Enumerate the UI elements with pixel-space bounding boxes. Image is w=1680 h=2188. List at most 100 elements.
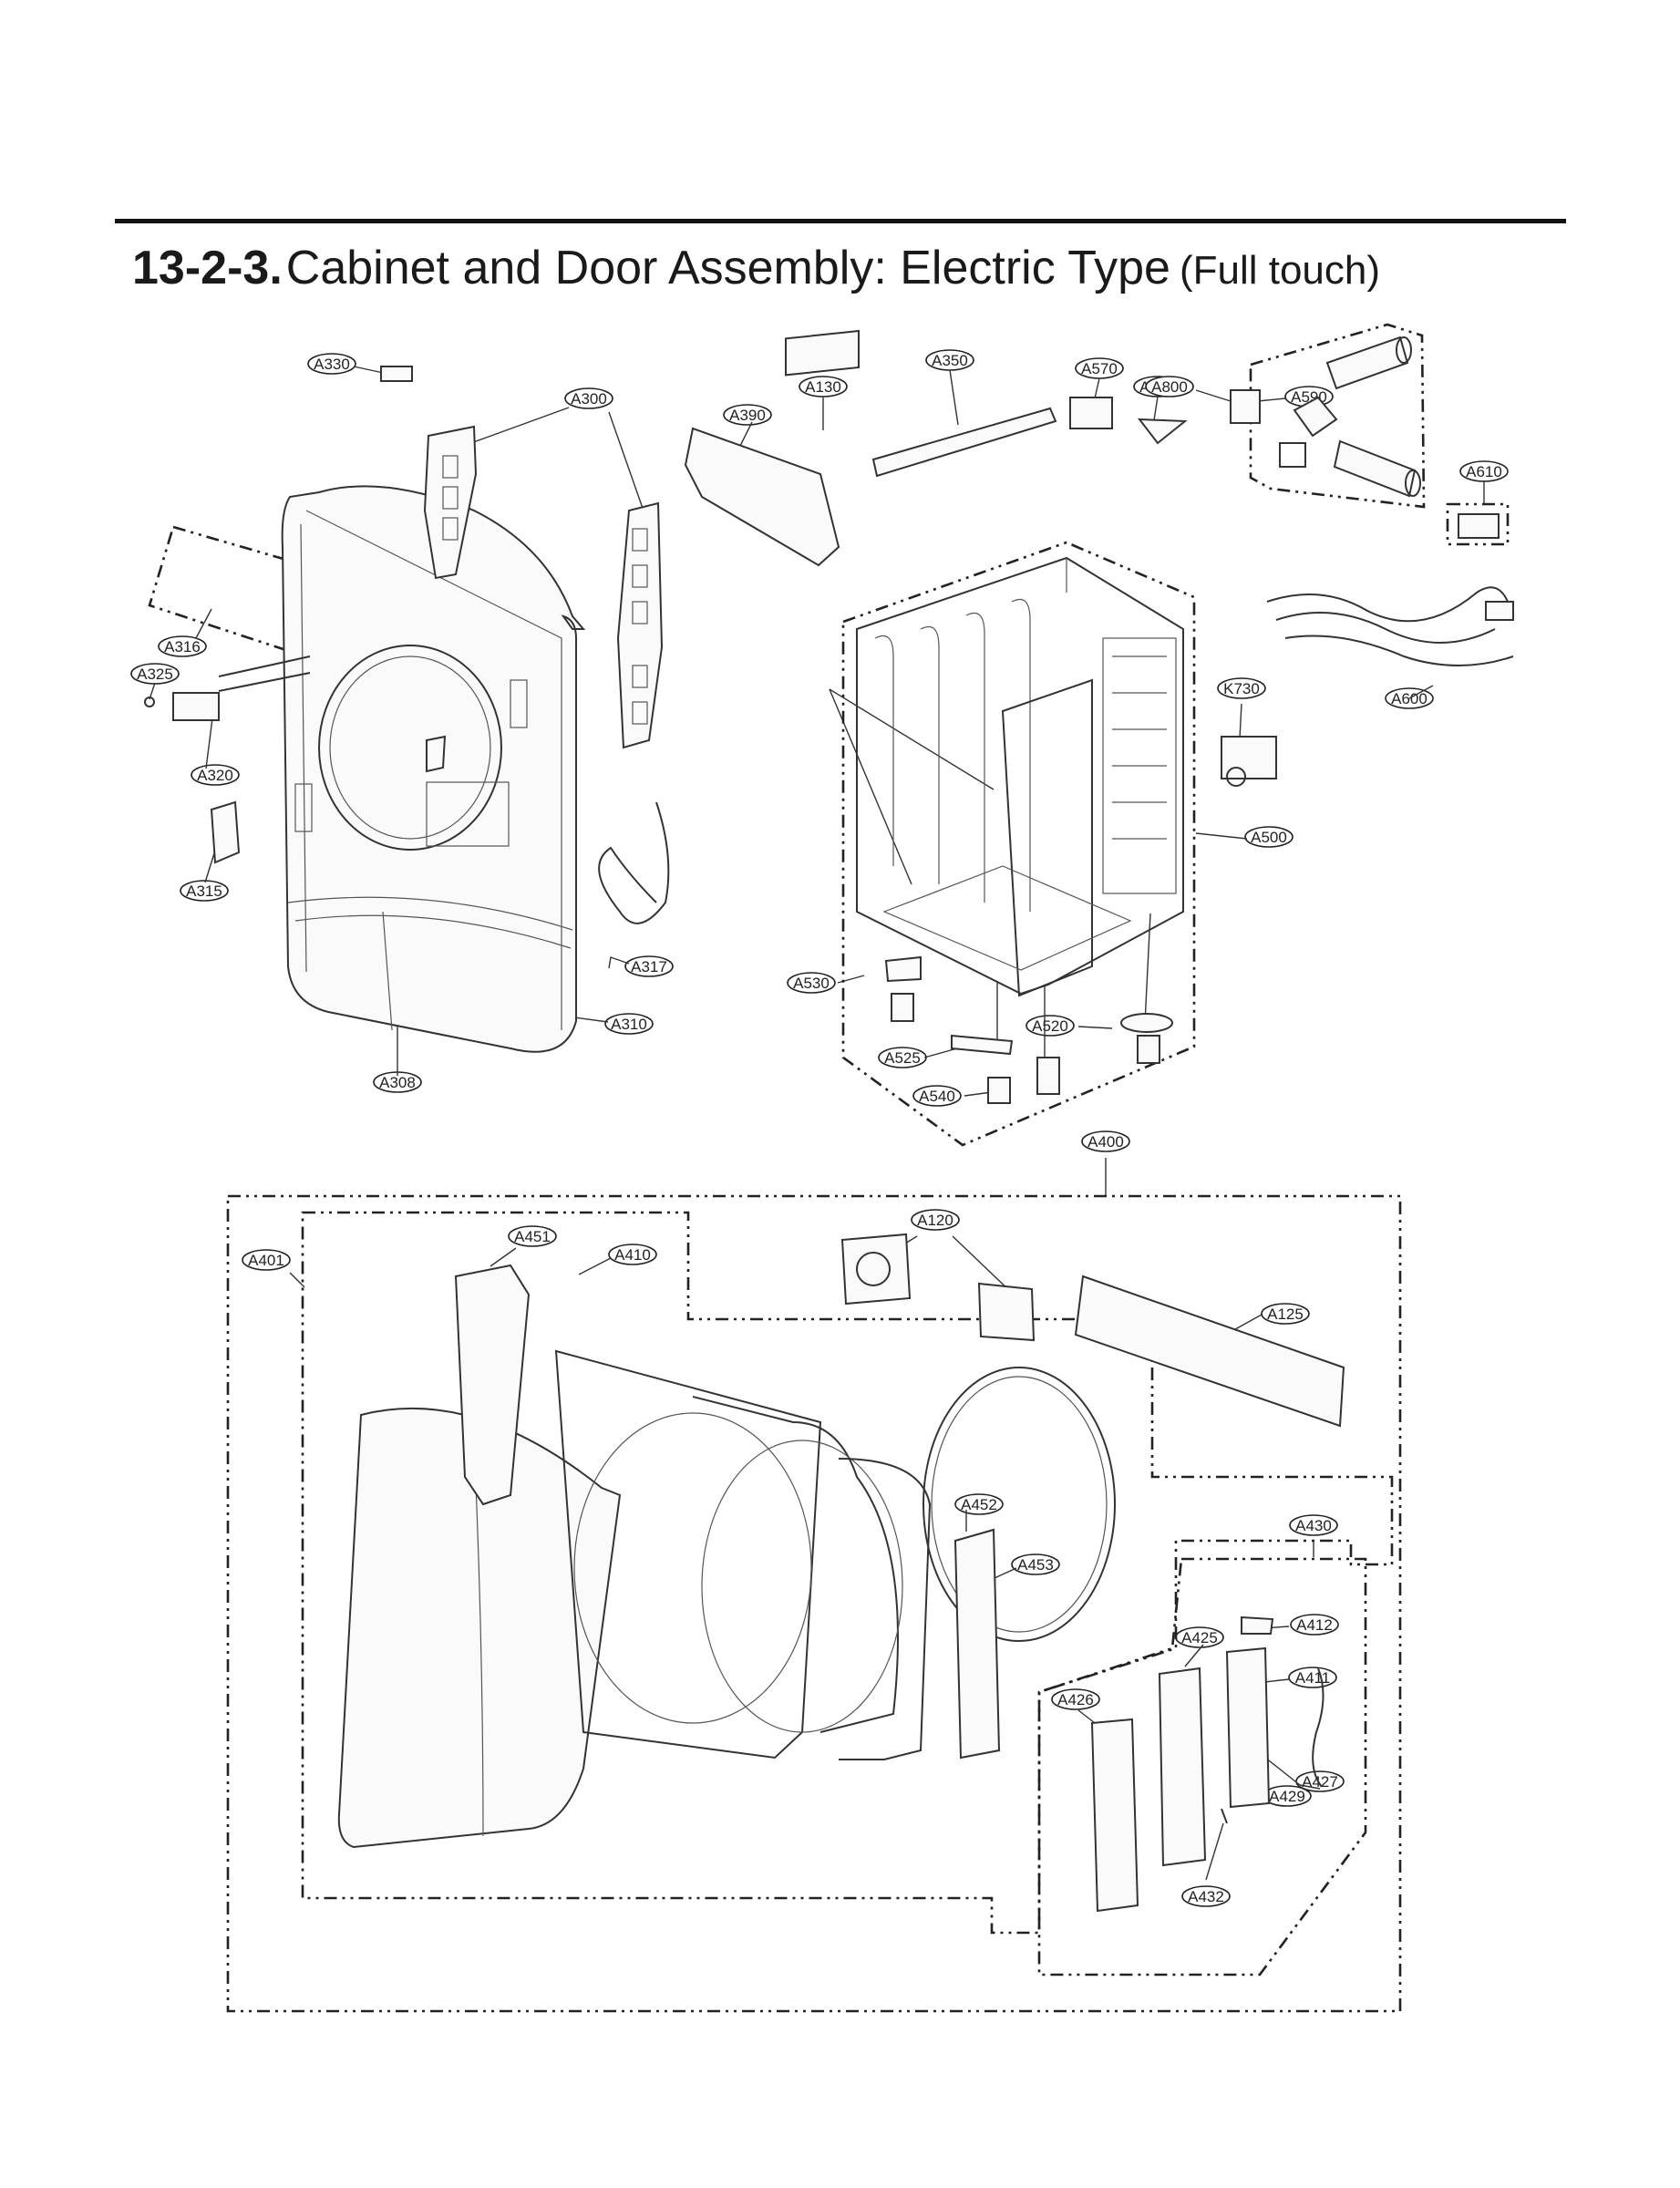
- callout-bubble: [911, 1209, 960, 1231]
- page-title: 13-2-3.Cabinet and Door Assembly: Electr…: [132, 244, 1380, 292]
- callout-label: A308: [379, 1074, 416, 1091]
- callout-label: A429: [1269, 1788, 1305, 1805]
- header-rule: [115, 219, 1566, 223]
- a525-bracket: [951, 1034, 1014, 1056]
- a530-bracket: [884, 955, 922, 983]
- callout-a570: A570: [1075, 357, 1124, 379]
- a426-part: [1090, 1718, 1139, 1913]
- callout-label: K730: [1223, 680, 1260, 697]
- callout-a411: A411: [1288, 1667, 1337, 1688]
- callout-bubble: [723, 404, 772, 426]
- callout-a350: A350: [925, 349, 974, 371]
- a610-outline: [1446, 502, 1510, 546]
- a430-outline: [1037, 1557, 1367, 1976]
- callout-label: A800: [1151, 378, 1188, 396]
- callout-a130: A130: [799, 376, 848, 397]
- callout-label: A390: [729, 407, 766, 424]
- a570-part: [1069, 397, 1113, 429]
- callout-a316: A316: [158, 635, 207, 657]
- callout-a308: A308: [373, 1071, 422, 1093]
- callout-label: A425: [1181, 1629, 1218, 1646]
- callout-a430: A430: [1289, 1514, 1338, 1536]
- callout-a125: A125: [1261, 1303, 1310, 1325]
- callout-bubble: [608, 1244, 657, 1265]
- callout-label: A540: [919, 1088, 955, 1105]
- title-text: Cabinet and Door Assembly: Electric Type: [285, 242, 1170, 294]
- foot-left: [891, 993, 914, 1022]
- callout-label: A432: [1188, 1888, 1224, 1905]
- callout-bubble: [1289, 1514, 1338, 1536]
- callout-a800: A800: [1145, 376, 1194, 397]
- callout-bubble: [1261, 1303, 1310, 1325]
- callout-bubble: [1081, 1130, 1130, 1152]
- callout-label: A325: [137, 666, 173, 683]
- callout-bubble: [307, 353, 356, 375]
- callout-label: A525: [884, 1049, 921, 1067]
- a411-part: [1225, 1646, 1271, 1809]
- callout-a520: A520: [1026, 1015, 1075, 1037]
- callout-a412: A412: [1290, 1614, 1339, 1636]
- callout-label: A451: [514, 1228, 551, 1245]
- a317-wire: [598, 801, 670, 924]
- callout-label: A410: [614, 1246, 651, 1264]
- callout-bubble: [180, 880, 229, 902]
- a412-part: [1241, 1615, 1274, 1635]
- callout-a453: A453: [1011, 1553, 1060, 1575]
- a427-spring: [1312, 1667, 1324, 1788]
- a540-foot: [987, 1077, 1011, 1104]
- callout-label: A610: [1466, 463, 1502, 480]
- callout-bubble: [1145, 376, 1194, 397]
- callout-a530: A530: [787, 972, 836, 994]
- callout-label: A453: [1017, 1556, 1054, 1574]
- a500-outline: [841, 541, 1196, 1147]
- a425-part: [1158, 1667, 1207, 1867]
- callout-a429: A429: [1263, 1785, 1312, 1807]
- callout-label: A125: [1267, 1306, 1304, 1323]
- a320-latch: [144, 655, 311, 721]
- callout-bubble: [508, 1225, 557, 1247]
- callout-a452: A452: [954, 1493, 1004, 1515]
- callout-bubble: [1181, 1885, 1231, 1907]
- callout-bubble: [1290, 1614, 1339, 1636]
- callout-a432: A432: [1181, 1885, 1231, 1907]
- callout-k730: K730: [1217, 677, 1266, 699]
- callout-a315: A315: [180, 880, 229, 902]
- callout-bubble: [954, 1493, 1004, 1515]
- callout-layer: A300A330A316A325A320A314A315A317A310A308…: [130, 349, 1509, 1907]
- a600-harness: [1266, 586, 1514, 666]
- callout-label: A500: [1251, 829, 1287, 846]
- callout-a317: A317: [624, 955, 674, 977]
- part-drawings: [144, 329, 1514, 1913]
- callout-bubble: [912, 1085, 962, 1107]
- a401-outline: [226, 1194, 1402, 2013]
- callout-a451: A451: [508, 1225, 557, 1247]
- callout-a330: A330: [307, 353, 356, 375]
- callout-a426: A426: [1051, 1688, 1100, 1710]
- callout-label: A317: [631, 958, 667, 975]
- foot-right: [1137, 1035, 1160, 1064]
- callout-bubble: [242, 1249, 291, 1271]
- a452-gasket: [922, 1367, 1116, 1642]
- section-separator: .: [269, 242, 283, 294]
- callout-label: A401: [248, 1252, 284, 1269]
- a315-knob: [210, 800, 241, 864]
- callout-bubble: [564, 387, 613, 409]
- a130-board: [785, 329, 860, 377]
- callout-label: A430: [1295, 1517, 1332, 1534]
- a125-panel: [1074, 1275, 1345, 1428]
- callout-label: A400: [1087, 1133, 1124, 1151]
- callout-label: A426: [1057, 1691, 1094, 1708]
- callout-a300: A300: [564, 387, 613, 409]
- callout-a500: A500: [1244, 826, 1293, 848]
- a610-part: [1458, 513, 1500, 539]
- callout-label: A530: [793, 975, 830, 992]
- a590-part: [1230, 389, 1261, 424]
- callout-a320: A320: [191, 764, 240, 786]
- callout-label: A315: [186, 882, 222, 900]
- callout-label: A330: [314, 356, 350, 373]
- callout-a425: A425: [1175, 1626, 1224, 1648]
- callout-bubble: [604, 1013, 654, 1035]
- callout-label: A320: [197, 767, 233, 784]
- callout-bubble: [1051, 1688, 1100, 1710]
